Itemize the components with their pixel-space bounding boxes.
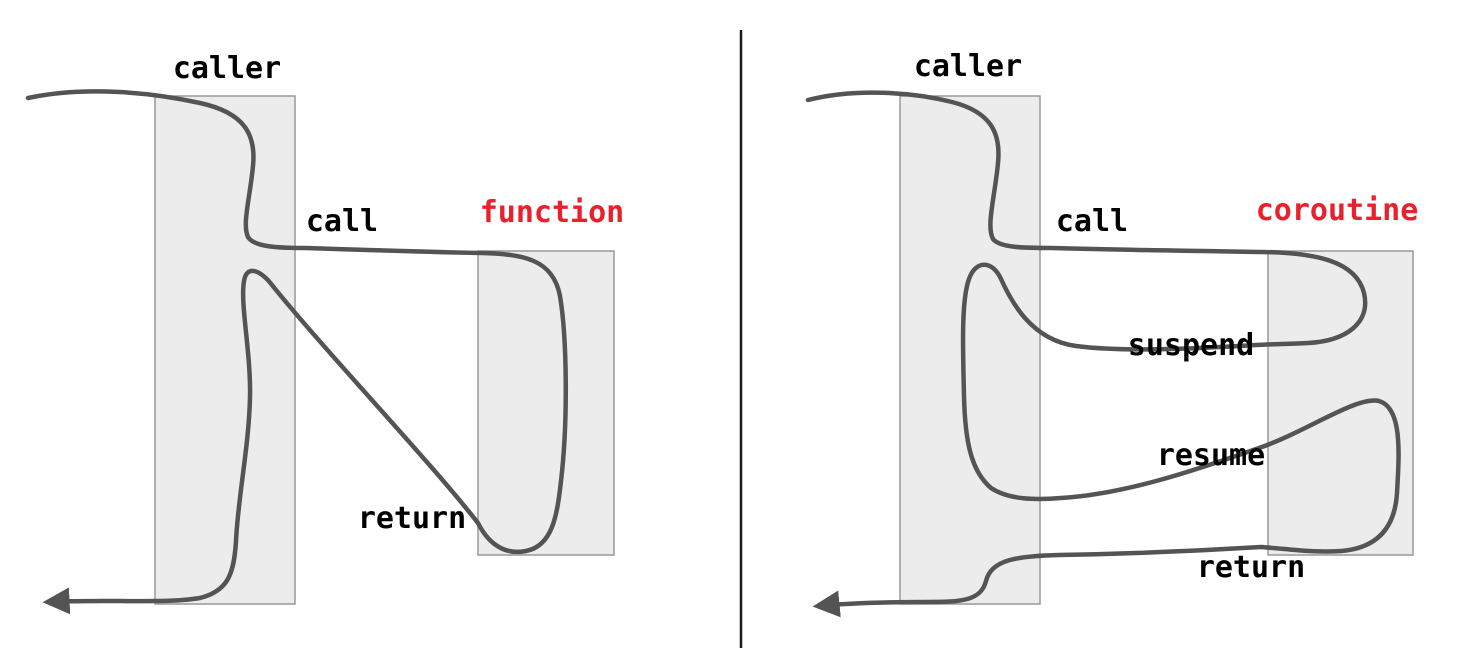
left-call-label: call: [305, 204, 379, 239]
right-coroutine-label: coroutine: [1255, 193, 1419, 228]
right-caller-box: [899, 95, 1041, 605]
left-function-label: function: [479, 195, 625, 230]
right-resume-label: resume: [1156, 438, 1266, 473]
right-caller-label: caller: [913, 49, 1023, 84]
left-function-box: [477, 250, 615, 556]
right-coroutine-box: [1267, 250, 1414, 556]
right-control-flow-line: [805, 90, 1401, 618]
left-control-flow-line: [25, 89, 568, 615]
right-call-label: call: [1055, 204, 1129, 239]
right-suspend-label: suspend: [1127, 328, 1255, 363]
left-caller-box: [154, 95, 296, 605]
right-return-label: return: [1196, 550, 1306, 585]
left-return-label: return: [357, 501, 467, 536]
left-caller-label: caller: [172, 51, 282, 86]
